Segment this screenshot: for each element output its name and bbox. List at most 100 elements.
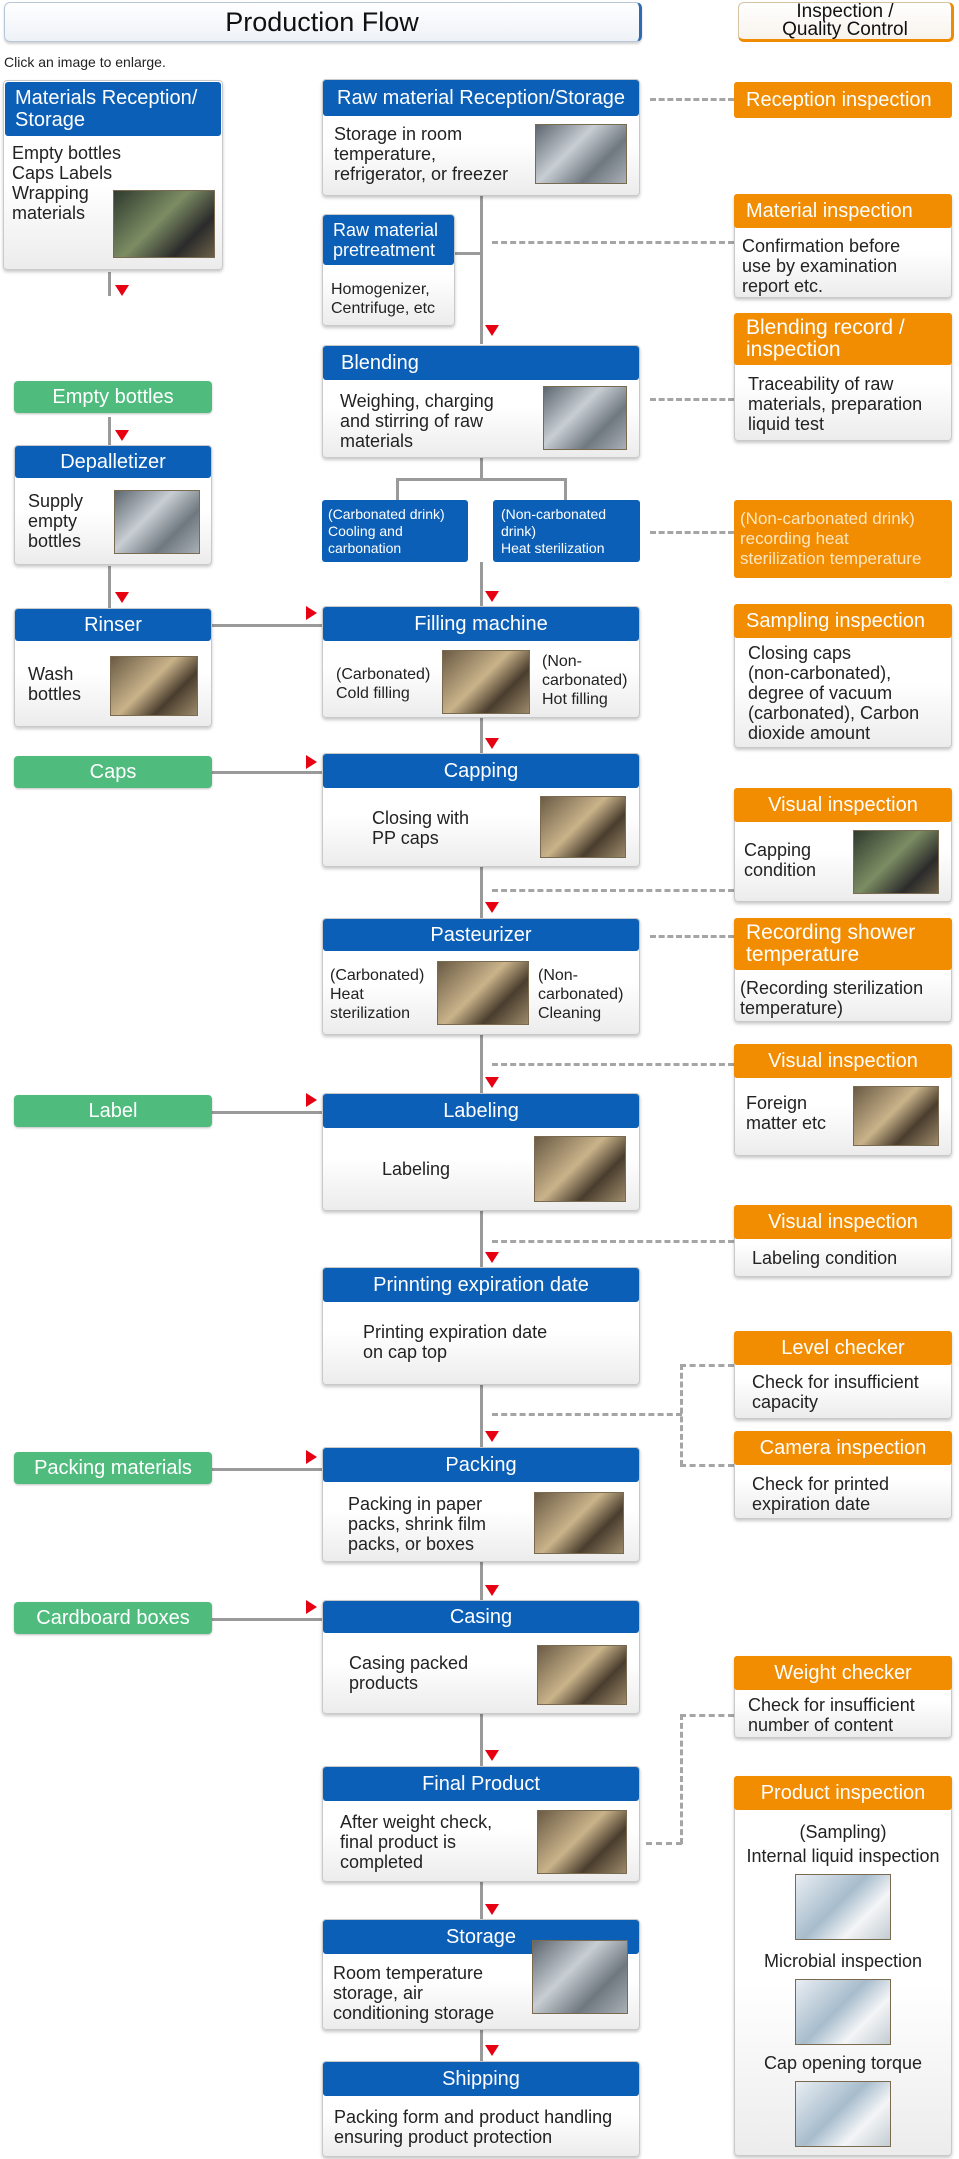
- storage-photo[interactable]: [532, 1940, 628, 2014]
- caps-input: Caps: [14, 756, 212, 788]
- labeling-photo[interactable]: [534, 1136, 626, 1202]
- pasteurizer-right-text: (Non- carbonated) Cleaning: [538, 967, 624, 1022]
- sampling-inspection-title: Sampling inspection: [734, 604, 952, 638]
- pasteurizer-photo[interactable]: [437, 961, 529, 1025]
- connector: [480, 866, 483, 918]
- labeling-body: Labeling: [382, 1159, 451, 1179]
- packing-photo[interactable]: [534, 1492, 624, 1554]
- filling-photo[interactable]: [442, 650, 530, 714]
- connector: [680, 1364, 734, 1367]
- connector: [492, 1063, 734, 1066]
- arrow-down-icon: [485, 1904, 499, 1915]
- connector: [108, 272, 111, 296]
- carbonated-cooling-box: (Carbonated drink) Cooling and carbonati…: [322, 500, 468, 562]
- materials-reception-photo[interactable]: [113, 190, 215, 258]
- connector: [492, 889, 734, 892]
- weight-checker-title: Weight checker: [734, 1656, 952, 1690]
- visual-inspection-labeling-title: Visual inspection: [734, 1205, 952, 1239]
- arrow-right-icon: [306, 1093, 317, 1107]
- connector: [564, 478, 567, 500]
- arrow-down-icon: [485, 1431, 499, 1442]
- blending-record-title: Blending record / inspection: [734, 313, 952, 365]
- visual-inspection-foreign-title: Visual inspection: [734, 1044, 952, 1078]
- capping-photo[interactable]: [540, 796, 626, 858]
- arrow-down-icon: [485, 1585, 499, 1596]
- camera-inspection-title: Camera inspection: [734, 1431, 952, 1465]
- connector: [650, 935, 734, 938]
- sampling-inspection-body: Closing caps (non-carbonated), degree of…: [748, 643, 920, 743]
- visual-inspection-capping-title: Visual inspection: [734, 788, 952, 822]
- noncarbonated-sterilization-box: (Non-carbonated drink) Heat sterilizatio…: [493, 500, 640, 562]
- material-inspection-title: Material inspection: [734, 194, 952, 228]
- connector: [480, 562, 483, 606]
- noncarbonated-record-badge: (Non-carbonated drink) recording heat st…: [734, 500, 952, 578]
- microbial-photo[interactable]: [795, 1979, 891, 2045]
- blending-photo[interactable]: [543, 386, 627, 450]
- connector: [480, 1714, 483, 1766]
- depalletizer-body: Supply empty bottles: [28, 491, 84, 551]
- connector: [492, 241, 734, 244]
- materials-reception-body: Empty bottles Caps Labels Wrapping mater…: [12, 143, 122, 223]
- internal-liquid-photo[interactable]: [795, 1874, 891, 1940]
- connector: [650, 531, 734, 534]
- rinser-photo[interactable]: [110, 656, 198, 716]
- final-product-photo[interactable]: [537, 1810, 627, 1874]
- arrow-down-icon: [115, 430, 129, 441]
- raw-storage-body: Storage in room temperature, refrigerato…: [334, 124, 509, 184]
- depalletizer-title: Depalletizer: [15, 446, 211, 478]
- blending-record-body: Traceability of raw materials, preparati…: [748, 374, 923, 434]
- packing-title: Packing: [323, 1448, 639, 1482]
- casing-photo[interactable]: [537, 1645, 627, 1705]
- arrow-down-icon: [485, 325, 499, 336]
- connector: [480, 2029, 483, 2061]
- visual-inspection-capping-body: Capping condition: [744, 840, 817, 880]
- connector: [680, 1714, 734, 1717]
- connector: [212, 771, 322, 774]
- reception-inspection-badge: Reception inspection: [734, 82, 952, 118]
- printing-title: Prinnting expiration date: [323, 1268, 639, 1302]
- rinser-title: Rinser: [15, 609, 211, 641]
- materials-reception-title: Materials Reception/ Storage: [5, 82, 221, 136]
- recording-shower-title: Recording shower temperature: [734, 918, 952, 970]
- visual-inspection-labeling-body: Labeling condition: [752, 1248, 898, 1268]
- arrow-right-icon: [306, 1600, 317, 1614]
- raw-storage-photo[interactable]: [535, 124, 627, 184]
- connector: [646, 1842, 682, 1845]
- connector: [480, 458, 483, 480]
- arrow-right-icon: [306, 606, 317, 620]
- packing-body: Packing in paper packs, shrink film pack…: [348, 1494, 487, 1554]
- visual-inspection-foreign-body: Foreign matter etc: [746, 1093, 827, 1133]
- connector: [108, 417, 111, 447]
- arrow-down-icon: [115, 285, 129, 296]
- arrow-down-icon: [485, 738, 499, 749]
- visual-inspection-foreign-photo[interactable]: [853, 1086, 939, 1146]
- blending-title: Blending: [323, 346, 639, 380]
- cap-torque-photo[interactable]: [795, 2081, 891, 2147]
- connector: [212, 1618, 322, 1621]
- packing-materials-input: Packing materials: [14, 1452, 212, 1484]
- product-cap-torque-label: Cap opening torque: [763, 2053, 923, 2073]
- final-product-title: Final Product: [323, 1767, 639, 1801]
- filling-title: Filling machine: [323, 607, 639, 641]
- connector: [492, 1240, 734, 1243]
- connector: [680, 1364, 683, 1466]
- camera-inspection-body: Check for printed expiration date: [752, 1474, 890, 1514]
- final-product-body: After weight check, final product is com…: [340, 1812, 493, 1872]
- arrow-down-icon: [485, 902, 499, 913]
- pasteurizer-left-text: (Carbonated) Heat sterilization: [330, 967, 425, 1022]
- pretreatment-body: Homogenizer, Centrifuge, etc: [331, 281, 436, 317]
- connector: [480, 1211, 483, 1267]
- arrow-right-icon: [306, 1450, 317, 1464]
- depalletizer-photo[interactable]: [114, 490, 200, 554]
- connector: [396, 478, 566, 481]
- pretreatment-title: Raw material pretreatment: [323, 215, 454, 265]
- arrow-down-icon: [485, 591, 499, 602]
- connector: [480, 1562, 483, 1600]
- pasteurizer-title: Pasteurizer: [323, 919, 639, 951]
- blending-body: Weighing, charging and stirring of raw m…: [340, 391, 494, 451]
- raw-storage-title: Raw material Reception/Storage: [323, 80, 639, 116]
- enlarge-hint: Click an image to enlarge.: [4, 54, 166, 70]
- connector: [212, 1468, 322, 1471]
- visual-inspection-capping-photo[interactable]: [853, 830, 939, 894]
- connector: [650, 398, 734, 401]
